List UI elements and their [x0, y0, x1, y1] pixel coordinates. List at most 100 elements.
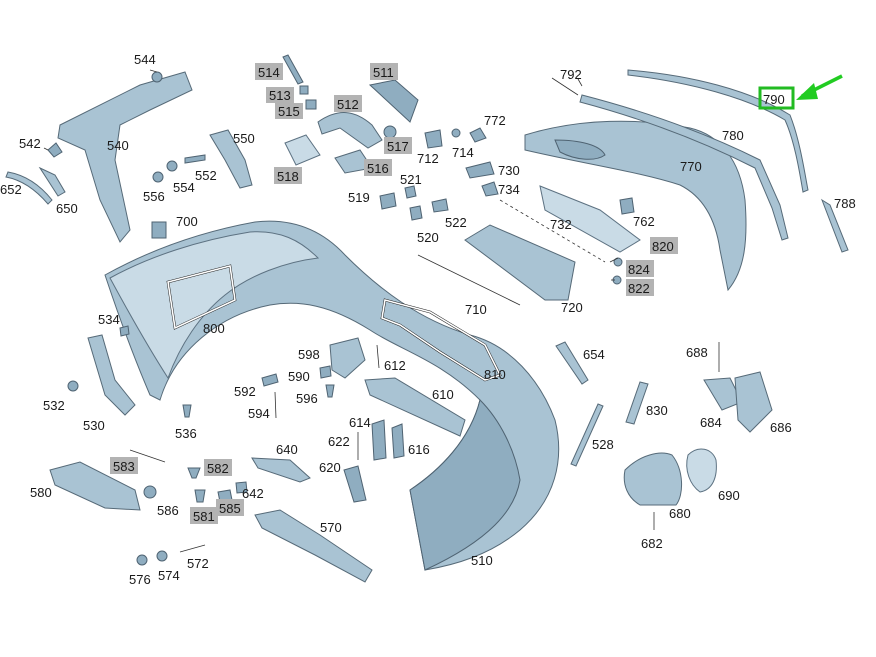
- label-654[interactable]: 654: [583, 347, 605, 362]
- clip-592[interactable]: [261, 373, 279, 387]
- bracket-614[interactable]: [371, 419, 387, 461]
- clip-544[interactable]: [151, 71, 163, 83]
- bracket-580[interactable]: [49, 461, 141, 511]
- label-714[interactable]: 714: [452, 145, 474, 160]
- bracket-550[interactable]: [209, 129, 253, 189]
- clip-542[interactable]: [47, 142, 63, 158]
- clip-762[interactable]: [619, 197, 635, 215]
- label-770[interactable]: 770: [680, 159, 702, 174]
- clip-792[interactable]: [551, 77, 579, 96]
- clip-532[interactable]: [67, 380, 79, 392]
- label-642[interactable]: 642: [242, 486, 264, 501]
- label-516[interactable]: 516: [367, 161, 389, 176]
- ring-517[interactable]: [383, 125, 397, 139]
- bolt-572[interactable]: [179, 544, 206, 553]
- label-684[interactable]: 684: [700, 415, 722, 430]
- label-650[interactable]: 650: [56, 201, 78, 216]
- clip-642[interactable]: [235, 481, 248, 494]
- label-540[interactable]: 540: [107, 138, 129, 153]
- label-530[interactable]: 530: [83, 418, 105, 433]
- label-680[interactable]: 680: [669, 506, 691, 521]
- clip-515[interactable]: [305, 99, 317, 110]
- ring-690[interactable]: [686, 448, 717, 493]
- label-810[interactable]: 810: [484, 367, 506, 382]
- label-517[interactable]: 517: [387, 139, 409, 154]
- grommet-556[interactable]: [152, 171, 164, 183]
- label-518[interactable]: 518: [277, 169, 299, 184]
- label-514[interactable]: 514: [258, 65, 280, 80]
- sensor-panel-800[interactable]: [166, 264, 237, 330]
- carrier-720[interactable]: [464, 224, 576, 301]
- clip-536[interactable]: [182, 404, 192, 418]
- label-622[interactable]: 622: [328, 434, 350, 449]
- highlight-box-790[interactable]: [758, 86, 795, 110]
- rod-732[interactable]: [499, 199, 606, 263]
- label-515[interactable]: 515: [278, 104, 300, 119]
- label-616[interactable]: 616: [408, 442, 430, 457]
- clip-590[interactable]: [319, 365, 332, 379]
- label-772[interactable]: 772: [484, 113, 506, 128]
- label-688[interactable]: 688: [686, 345, 708, 360]
- clip-581[interactable]: [194, 489, 206, 503]
- part-712[interactable]: [424, 129, 443, 149]
- trim-830[interactable]: [625, 381, 649, 425]
- label-550[interactable]: 550: [233, 131, 255, 146]
- label-610[interactable]: 610: [432, 387, 454, 402]
- washer-554[interactable]: [166, 160, 178, 172]
- label-521[interactable]: 521: [400, 172, 422, 187]
- clip-582[interactable]: [187, 467, 201, 479]
- bracket-540[interactable]: [57, 71, 193, 243]
- label-800[interactable]: 800: [203, 321, 225, 336]
- label-582[interactable]: 582: [207, 461, 229, 476]
- wire-583[interactable]: [129, 449, 166, 463]
- label-574[interactable]: 574: [158, 568, 180, 583]
- trim-610[interactable]: [364, 377, 466, 437]
- trim-strip-810[interactable]: [380, 298, 502, 382]
- label-788[interactable]: 788: [834, 196, 856, 211]
- label-583[interactable]: 583: [113, 459, 135, 474]
- trim-650[interactable]: [38, 166, 66, 197]
- clip-513[interactable]: [299, 85, 309, 95]
- trim-790[interactable]: [627, 69, 809, 193]
- label-586[interactable]: 586: [157, 503, 179, 518]
- bolt-552[interactable]: [184, 154, 206, 164]
- housing-680[interactable]: [623, 452, 682, 506]
- label-652[interactable]: 652: [0, 182, 22, 197]
- label-734[interactable]: 734: [498, 182, 520, 197]
- label-581[interactable]: 581: [193, 509, 215, 524]
- block-700[interactable]: [151, 221, 167, 239]
- label-576[interactable]: 576: [129, 572, 151, 587]
- bracket-640[interactable]: [251, 457, 311, 483]
- panel-518[interactable]: [284, 134, 321, 166]
- part-521[interactable]: [404, 185, 417, 199]
- label-542[interactable]: 542: [19, 136, 41, 151]
- label-552[interactable]: 552: [195, 168, 217, 183]
- label-512[interactable]: 512: [337, 97, 359, 112]
- label-592[interactable]: 592: [234, 384, 256, 399]
- label-614[interactable]: 614: [349, 415, 371, 430]
- label-730[interactable]: 730: [498, 163, 520, 178]
- bracket-530[interactable]: [87, 334, 136, 416]
- bracket-570[interactable]: [254, 509, 373, 583]
- label-536[interactable]: 536: [175, 426, 197, 441]
- rod-594[interactable]: [274, 391, 277, 419]
- label-792[interactable]: 792: [560, 67, 582, 82]
- label-594[interactable]: 594: [248, 406, 270, 421]
- label-519[interactable]: 519: [348, 190, 370, 205]
- screw-534[interactable]: [119, 325, 130, 337]
- label-700[interactable]: 700: [176, 214, 198, 229]
- cover-512[interactable]: [317, 112, 383, 149]
- label-520[interactable]: 520: [417, 230, 439, 245]
- part-734[interactable]: [481, 181, 499, 197]
- clip-596[interactable]: [325, 384, 335, 398]
- label-822[interactable]: 822: [628, 281, 650, 296]
- label-585[interactable]: 585: [219, 501, 241, 516]
- label-534[interactable]: 534: [98, 312, 120, 327]
- label-720[interactable]: 720: [561, 300, 583, 315]
- label-790[interactable]: 790: [763, 92, 785, 107]
- label-554[interactable]: 554: [173, 180, 195, 195]
- bracket-620[interactable]: [343, 465, 367, 503]
- bracket-686[interactable]: [734, 371, 773, 433]
- label-824[interactable]: 824: [628, 262, 650, 277]
- label-570[interactable]: 570: [320, 520, 342, 535]
